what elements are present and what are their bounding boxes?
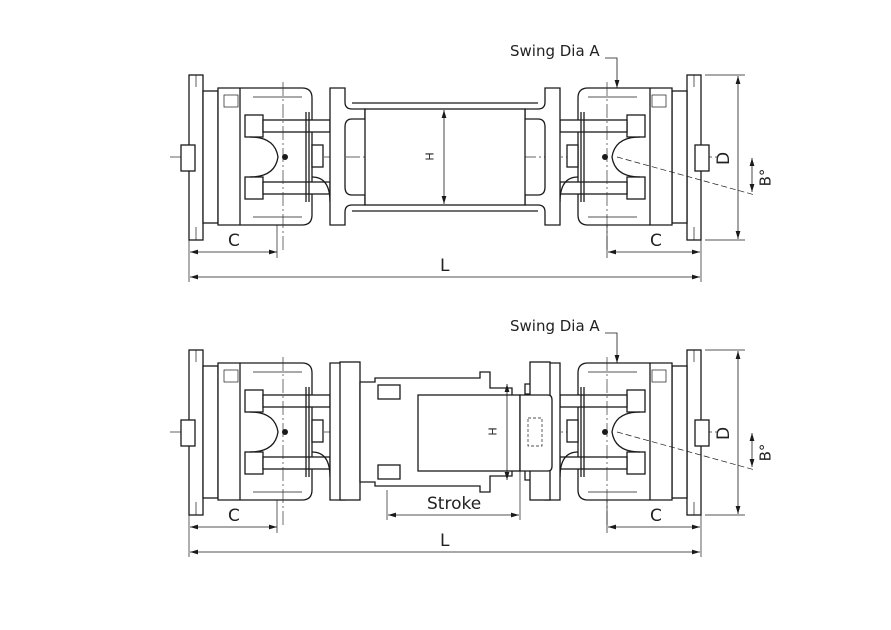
dim-d-bottom: D (714, 426, 735, 441)
dim-h-bottom: H (486, 427, 500, 436)
dim-h-top: H (423, 152, 437, 161)
dim-l-bottom: L (440, 531, 450, 551)
swing-dia-label-top: Swing Dia A (510, 42, 600, 60)
dim-c-left-top: C (228, 231, 240, 251)
swing-dia-label-bottom: Swing Dia A (510, 317, 600, 335)
bottom-view (170, 332, 756, 557)
dim-c-right-top: C (650, 231, 662, 251)
dim-c-left-bottom: C (228, 506, 240, 526)
top-view (170, 57, 756, 282)
shaft-tube (352, 102, 538, 212)
dim-stroke: Stroke (427, 494, 482, 514)
telescopic-section (339, 361, 553, 501)
dim-d-top: D (714, 151, 735, 166)
dim-l-top: L (440, 256, 450, 276)
dim-b-top: B° (756, 168, 775, 187)
dim-c-right-bottom: C (650, 506, 662, 526)
dim-b-bottom: B° (756, 443, 775, 462)
